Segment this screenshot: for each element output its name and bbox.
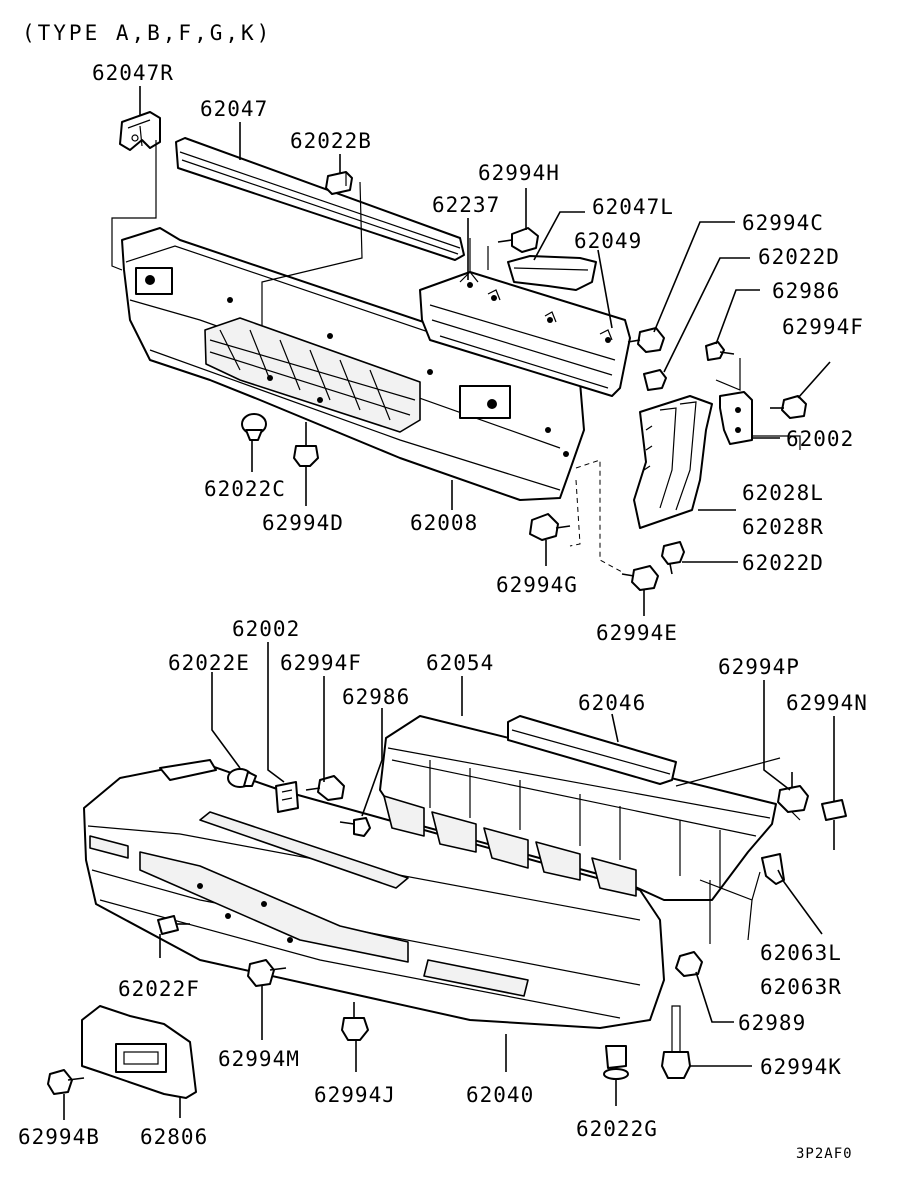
- label-62022F: 62022F: [118, 977, 200, 1001]
- part-labels: 62047R 62047 62022B 62994H 62237 62047L …: [18, 61, 868, 1149]
- clip-62022C-drawing: [241, 413, 267, 441]
- label-62022D-lower: 62022D: [742, 551, 824, 575]
- label-62237: 62237: [432, 193, 500, 217]
- label-62994C: 62994C: [742, 211, 824, 235]
- grille-62054-drawing: [379, 715, 777, 941]
- strip-62046-drawing: [507, 715, 677, 785]
- nut-62989-drawing: [675, 951, 703, 977]
- label-62002-lower: 62002: [232, 617, 300, 641]
- label-62022G: 62022G: [576, 1117, 658, 1141]
- bracket-62028-drawing: [633, 395, 713, 529]
- moulding-62047-drawing: [175, 137, 465, 261]
- label-62994N: 62994N: [786, 691, 868, 715]
- clip-62022G-drawing: [603, 1045, 629, 1080]
- clip-62022E-drawing: [227, 768, 257, 788]
- bracket-62002-upper-drawing: [719, 391, 753, 445]
- moulding-62047L-drawing: [507, 255, 597, 291]
- bumper-62008-drawing: [121, 227, 585, 501]
- label-62046: 62046: [578, 691, 646, 715]
- bumper-62040-drawing: [83, 759, 665, 1029]
- label-62063R: 62063R: [760, 975, 842, 999]
- leader-lines: [63, 86, 835, 1120]
- clip-62022B-drawing: [325, 171, 353, 195]
- clip-62022D-lower-drawing: [661, 541, 685, 575]
- bolt-62994D-drawing: [293, 422, 319, 467]
- nut-62994M-drawing: [247, 959, 287, 987]
- bracket-62002-lower-drawing: [275, 781, 299, 813]
- label-62022C: 62022C: [204, 477, 286, 501]
- label-62994F-lower: 62994F: [280, 651, 362, 675]
- label-62994E: 62994E: [596, 621, 678, 645]
- nut-62994B-drawing: [47, 1069, 85, 1095]
- label-62994F-upper: 62994F: [782, 315, 864, 339]
- label-62022D-upper: 62022D: [758, 245, 840, 269]
- label-62054: 62054: [426, 651, 494, 675]
- bolt-62994K-drawing: [661, 1005, 691, 1079]
- upper-guide-lines: [111, 140, 801, 573]
- nut-62994F-lower-drawing: [305, 775, 345, 801]
- label-62994G: 62994G: [496, 573, 578, 597]
- drawing-code: 3P2AF0: [796, 1146, 853, 1162]
- label-62806: 62806: [140, 1125, 208, 1149]
- label-62989: 62989: [738, 1011, 806, 1035]
- nut-62994E-drawing: [621, 565, 659, 591]
- bracket-62806-drawing: [81, 1005, 197, 1099]
- bolt-62994N-drawing: [821, 799, 847, 850]
- label-62047R: 62047R: [92, 61, 174, 85]
- label-62994H: 62994H: [478, 161, 560, 185]
- label-62986-upper: 62986: [772, 279, 840, 303]
- bracket-62047R-drawing: [119, 111, 161, 151]
- label-62008: 62008: [410, 511, 478, 535]
- label-62994M: 62994M: [218, 1047, 300, 1071]
- screw-62986-lower-drawing: [339, 817, 371, 837]
- nut-62994P-drawing: [777, 772, 809, 813]
- label-62994K: 62994K: [760, 1055, 842, 1079]
- label-62994J: 62994J: [314, 1083, 396, 1107]
- type-header: (TYPE A,B,F,G,K): [22, 21, 272, 45]
- label-62063L: 62063L: [760, 941, 842, 965]
- nut-62994F-upper-drawing: [770, 395, 807, 419]
- label-62022B: 62022B: [290, 129, 372, 153]
- label-62994D: 62994D: [262, 511, 344, 535]
- bracket-62063-drawing: [761, 853, 785, 885]
- screw-62986-upper-drawing: [705, 341, 735, 361]
- clip-62022D-upper-drawing: [643, 369, 667, 391]
- nut-62994C-drawing: [627, 327, 665, 353]
- label-62028L: 62028L: [742, 481, 824, 505]
- bolt-62994J-drawing: [341, 1002, 369, 1041]
- label-62040: 62040: [466, 1083, 534, 1107]
- clip-62022F-drawing: [157, 915, 190, 935]
- label-62002-upper: 62002: [786, 427, 854, 451]
- label-62047: 62047: [200, 97, 268, 121]
- label-62049: 62049: [574, 229, 642, 253]
- label-62994P: 62994P: [718, 655, 800, 679]
- label-62047L: 62047L: [592, 195, 674, 219]
- lower-guide-lines: [675, 757, 801, 944]
- label-62022E: 62022E: [168, 651, 250, 675]
- nut-62994G-drawing: [529, 513, 571, 541]
- nut-62994H-drawing: [497, 227, 539, 253]
- label-62028R: 62028R: [742, 515, 824, 539]
- grille-62049-drawing: [419, 271, 631, 397]
- label-62994B: 62994B: [18, 1125, 100, 1149]
- label-62986-lower: 62986: [342, 685, 410, 709]
